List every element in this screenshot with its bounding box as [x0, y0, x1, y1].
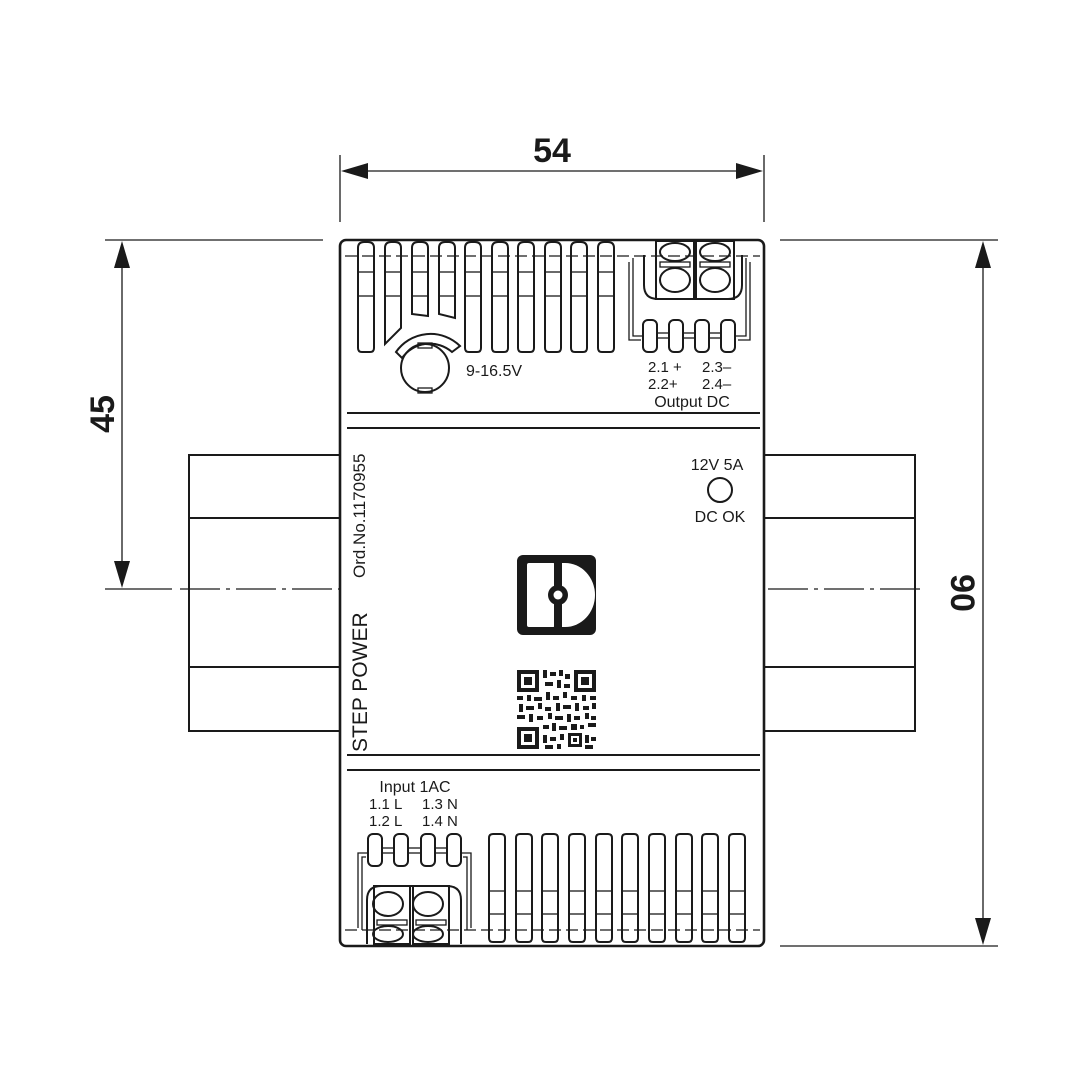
release-lever [720, 319, 736, 353]
terminal-screw [372, 925, 404, 943]
rail-offset-dimension-value: 45 [84, 395, 122, 433]
release-lever [694, 319, 710, 353]
terminal-screw [412, 891, 444, 917]
arrow-down-icon [975, 918, 991, 945]
top-ventilation-slots [357, 241, 615, 353]
input-terminal-block: Input 1AC 1.1 L 1.3 N 1.2 L 1.4 N [357, 779, 472, 945]
potentiometer-range-label: 9-16.5V [466, 363, 522, 380]
dc-ok-led-icon [707, 477, 733, 503]
terminal-screw [372, 891, 404, 917]
arrow-right-icon [736, 163, 763, 179]
height-dimension-value: 90 [943, 574, 981, 612]
vent-slot [384, 241, 402, 347]
din-rail-left [188, 454, 341, 732]
release-lever [668, 319, 684, 353]
vent-slot [728, 833, 746, 943]
bottom-ventilation-slots [488, 833, 746, 943]
vent-slot [621, 833, 639, 943]
release-lever [642, 319, 658, 353]
terminal-screw [412, 925, 444, 943]
arrow-up-icon [975, 241, 991, 268]
product-name: STEP POWER [349, 612, 372, 752]
vent-slot [595, 833, 613, 943]
vent-slot [491, 241, 509, 353]
qr-code-icon [517, 670, 596, 749]
vent-slot [357, 241, 375, 353]
order-number: Ord.No.1170955 [350, 454, 369, 578]
terminal-screw [659, 242, 691, 262]
vent-slot [675, 833, 693, 943]
release-lever [420, 833, 436, 867]
vent-slot [597, 241, 615, 353]
vent-slot [488, 833, 506, 943]
status-led-area: 12V 5A DC OK [691, 457, 746, 526]
terminal-screw [699, 267, 731, 293]
release-lever [393, 833, 409, 867]
voltage-potentiometer: 9-16.5V [394, 332, 522, 394]
vent-slot [648, 833, 666, 943]
terminal-screw [659, 267, 691, 293]
side-labels: STEP POWER Ord.No.1170955 [349, 454, 372, 752]
dc-ok-label: DC OK [695, 509, 746, 526]
input-ac-label: Input 1AC [379, 779, 450, 796]
din-rail-right [763, 454, 916, 732]
vent-slot [570, 241, 588, 353]
vent-slot [411, 241, 429, 318]
phoenix-contact-logo-icon [517, 555, 596, 635]
rating-label: 12V 5A [691, 457, 744, 474]
output-terminal-2-4: 2.4– [702, 376, 732, 393]
vent-slot [464, 241, 482, 353]
arrow-down-icon [114, 561, 130, 588]
output-dc-label: Output DC [654, 394, 730, 411]
height-dimension: 90 [780, 239, 998, 947]
vent-slot [701, 833, 719, 943]
arrow-up-icon [114, 241, 130, 268]
input-terminal-1-2: 1.2 L [369, 813, 402, 830]
input-terminal-1-3: 1.3 N [422, 796, 458, 813]
rail-offset-dimension: 45 [84, 239, 323, 590]
vent-slot [568, 833, 586, 943]
output-terminal-2-3: 2.3– [702, 359, 732, 376]
output-terminal-2-1: 2.1 + [648, 359, 682, 376]
vent-slot [515, 833, 533, 943]
width-dimension: 54 [339, 132, 765, 222]
vent-slot [517, 241, 535, 353]
arrow-left-icon [341, 163, 368, 179]
vent-slot [438, 241, 456, 320]
release-lever [367, 833, 383, 867]
input-terminal-1-1: 1.1 L [369, 796, 402, 813]
vent-slot [541, 833, 559, 943]
output-terminal-2-2: 2.2+ [648, 376, 678, 393]
vent-slot [544, 241, 562, 353]
terminal-screw [699, 242, 731, 262]
width-dimension-value: 54 [533, 132, 571, 170]
release-lever [446, 833, 462, 867]
output-terminal-block: 2.1 + 2.3– 2.2+ 2.4– Output DC [628, 240, 751, 411]
input-terminal-1-4: 1.4 N [422, 813, 458, 830]
